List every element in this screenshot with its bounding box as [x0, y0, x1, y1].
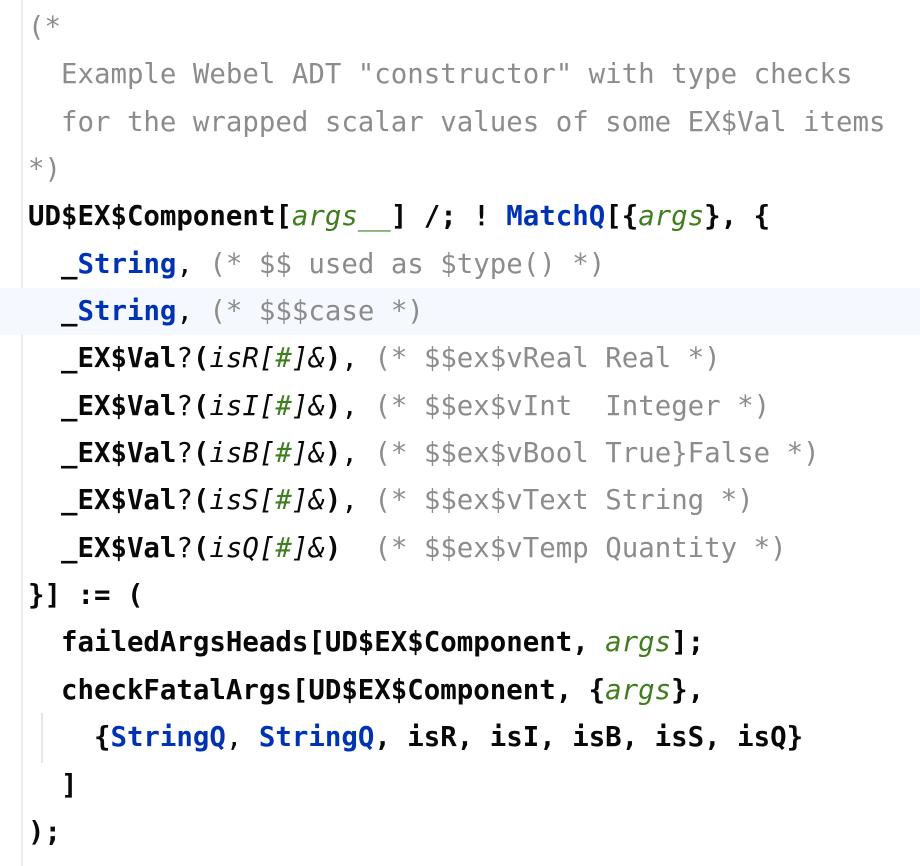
code-token: _EX$Val — [28, 390, 177, 422]
comment-token: (* $$ex$vText String *) — [374, 485, 754, 517]
code-line[interactable]: _EX$Val?(isR[#]&), (* $$ex$vReal Real *) — [0, 335, 920, 382]
code-token: }, — [671, 674, 705, 706]
code-token: _EX$Val — [28, 343, 177, 375]
code-line-current[interactable]: _String, (* $$$case *) — [0, 288, 920, 336]
italic-token: ]& — [291, 343, 325, 375]
comment-token: *) — [28, 154, 61, 186]
comment-token: (* $$ex$vInt Integer *) — [374, 390, 771, 422]
italic-token: isQ[ — [209, 532, 276, 564]
punctuation-token: , — [176, 296, 210, 328]
code-line[interactable]: ] — [0, 762, 920, 809]
code-token: _EX$Val — [28, 485, 177, 517]
code-token: ( — [192, 390, 210, 422]
code-token: ) — [324, 438, 342, 470]
builtin-symbol-token: String — [77, 296, 177, 328]
code-token: ( — [192, 438, 210, 470]
pattern-token: args — [605, 674, 672, 706]
editor-gutter-border — [21, 0, 23, 866]
punctuation-token: ? — [176, 438, 193, 470]
code-token: checkFatalArgs[UD$EX$Component, { — [28, 674, 606, 706]
punctuation-token: ? — [176, 343, 193, 375]
punctuation-token: , — [341, 438, 375, 470]
code-token: [{ — [605, 201, 639, 233]
code-token: _ — [28, 296, 78, 328]
punctuation-token: ? — [176, 390, 193, 422]
code-token: _EX$Val — [28, 438, 177, 470]
code-line[interactable]: ); — [0, 809, 920, 856]
builtin-symbol-token: MatchQ — [506, 201, 606, 233]
code-token: _ — [28, 248, 78, 280]
comment-token: Example Webel ADT "constructor" with typ… — [28, 59, 853, 91]
code-token: ( — [192, 532, 210, 564]
code-line[interactable]: (* — [0, 4, 920, 51]
punctuation-token: , — [341, 485, 375, 517]
code-token: ) — [324, 485, 342, 517]
builtin-symbol-token: StringQ — [258, 722, 375, 754]
comment-token: (* $$ex$vBool True}False *) — [374, 438, 820, 470]
italic-token: ]& — [291, 485, 325, 517]
code-token: ) — [324, 532, 342, 564]
italic-token: isI[ — [209, 390, 276, 422]
code-line[interactable]: Example Webel ADT "constructor" with typ… — [0, 51, 920, 98]
code-line[interactable]: for the wrapped scalar values of some EX… — [0, 99, 920, 146]
italic-token: isB[ — [209, 438, 276, 470]
code-editor[interactable]: (* Example Webel ADT "constructor" with … — [0, 4, 920, 856]
code-line[interactable]: *) — [0, 146, 920, 193]
comment-token: (* — [28, 12, 61, 43]
code-line[interactable]: UD$EX$Component[args__] /; ! MatchQ[{arg… — [0, 193, 920, 240]
pattern-token: args__ — [291, 201, 391, 233]
pattern-token: # — [275, 438, 292, 470]
code-token: , isR, isI, isB, isS, isQ} — [374, 722, 804, 754]
builtin-symbol-token: StringQ — [110, 722, 226, 754]
code-token: UD$EX$Component[ — [28, 201, 292, 233]
punctuation-token: , — [225, 722, 259, 754]
code-token: _EX$Val — [28, 532, 177, 564]
punctuation-token: ? — [176, 532, 193, 564]
punctuation-token: , — [341, 343, 375, 375]
code-line[interactable]: _EX$Val?(isQ[#]&) (* $$ex$vTemp Quantity… — [0, 525, 920, 572]
punctuation-token: , — [176, 248, 210, 280]
comment-token: (* $$$case *) — [209, 296, 424, 328]
punctuation-token: ? — [176, 485, 193, 517]
punctuation-token — [341, 533, 374, 564]
comment-token: (* $$ex$vTemp Quantity *) — [374, 532, 787, 564]
code-line[interactable]: _String, (* $$ used as $type() *) — [0, 241, 920, 288]
italic-token: ]& — [291, 532, 325, 564]
code-token: ); — [28, 816, 61, 848]
code-line[interactable]: {StringQ, StringQ, isR, isI, isB, isS, i… — [0, 714, 920, 761]
code-token: ) — [324, 390, 342, 422]
italic-token: ]& — [291, 438, 325, 470]
code-line[interactable]: _EX$Val?(isS[#]&), (* $$ex$vText String … — [0, 477, 920, 524]
code-line[interactable]: checkFatalArgs[UD$EX$Component, {args}, — [0, 667, 920, 714]
comment-token: (* $$ used as $type() *) — [209, 248, 606, 280]
code-token: ( — [192, 485, 210, 517]
comment-token: (* $$ex$vReal Real *) — [374, 343, 721, 375]
pattern-token: # — [275, 532, 292, 564]
code-token: }] := ( — [28, 580, 144, 612]
code-token: ] /; ! — [390, 201, 507, 233]
code-token: ( — [192, 343, 210, 375]
pattern-token: # — [275, 343, 292, 375]
indent-guide — [41, 713, 43, 763]
italic-token: isS[ — [209, 485, 276, 517]
builtin-symbol-token: String — [77, 248, 177, 280]
pattern-token: args — [605, 627, 672, 659]
code-line[interactable]: _EX$Val?(isB[#]&), (* $$ex$vBool True}Fa… — [0, 430, 920, 477]
code-line[interactable]: failedArgsHeads[UD$EX$Component, args]; — [0, 619, 920, 666]
italic-token: ]& — [291, 390, 325, 422]
code-token: failedArgsHeads[UD$EX$Component, — [28, 627, 606, 659]
pattern-token: args — [638, 201, 705, 233]
code-token: { — [28, 722, 111, 754]
pattern-token: # — [275, 485, 292, 517]
comment-token: for the wrapped scalar values of some EX… — [28, 106, 886, 138]
italic-token: isR[ — [209, 343, 276, 375]
pattern-token: # — [275, 390, 292, 422]
code-token: ] — [28, 769, 78, 801]
code-line[interactable]: }] := ( — [0, 572, 920, 619]
code-token: ) — [324, 343, 342, 375]
code-token: ]; — [671, 627, 705, 659]
punctuation-token: , — [341, 390, 375, 422]
code-line[interactable]: _EX$Val?(isI[#]&), (* $$ex$vInt Integer … — [0, 383, 920, 430]
code-token: }, { — [704, 201, 771, 233]
